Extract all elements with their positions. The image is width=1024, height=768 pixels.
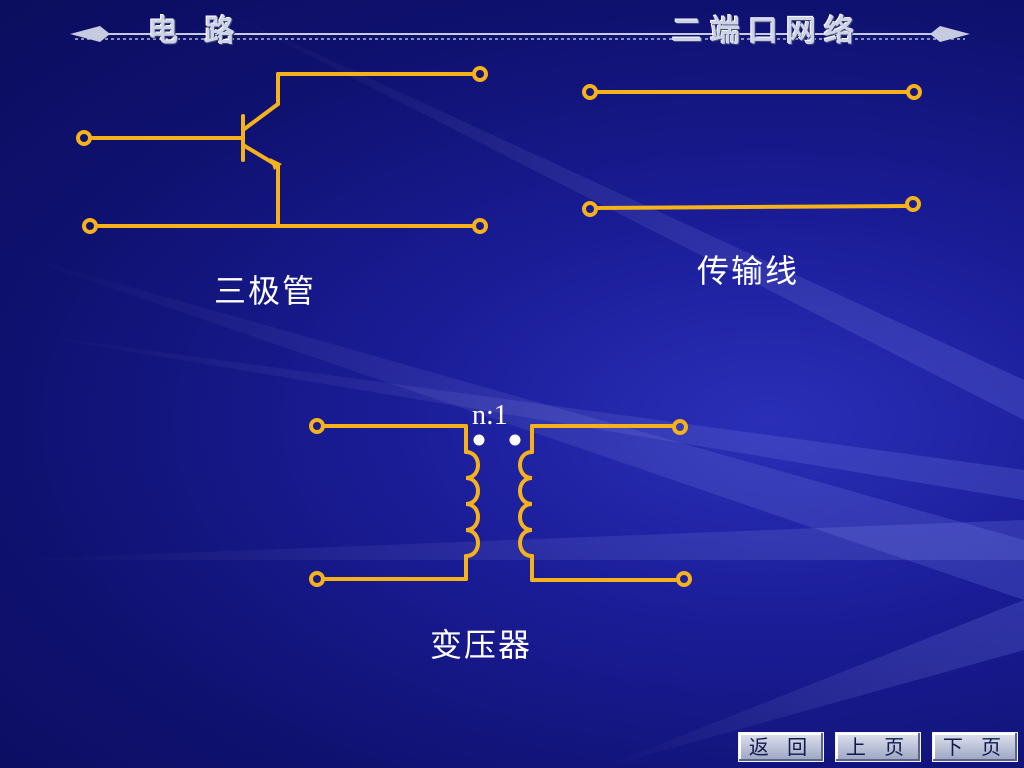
next-page-button[interactable]: 下 页: [932, 732, 1018, 762]
turns-ratio-label: n:1: [472, 400, 508, 431]
header-left-ornament: [70, 26, 110, 42]
terminal-circle: [582, 201, 598, 217]
polarity-dot: [509, 434, 521, 446]
prev-page-button[interactable]: 上 页: [835, 732, 921, 762]
terminal-circle: [472, 66, 488, 82]
terminal-circle: [309, 571, 325, 587]
terminal-circle: [309, 418, 325, 434]
terminal-circle: [472, 218, 488, 234]
transmission-line-caption: 传输线: [697, 252, 800, 290]
terminal-circle: [906, 84, 922, 100]
terminal-circle: [905, 196, 921, 212]
terminal-circle: [672, 419, 688, 435]
chapter-title: 二端口网络: [672, 14, 862, 49]
transistor-caption: 三极管: [214, 272, 317, 310]
secondary-coil: [518, 450, 534, 558]
terminal-circle: [82, 218, 98, 234]
transmission-line-symbol: [595, 90, 910, 210]
terminal-circle: [676, 571, 692, 587]
back-button[interactable]: 返 回: [738, 732, 824, 762]
header-right-ornament: [930, 26, 970, 42]
transformer-caption: 变压器: [430, 626, 533, 664]
header-bar: [70, 26, 970, 42]
terminal-circle: [582, 84, 598, 100]
polarity-dot: [473, 434, 485, 446]
terminal-circle: [76, 130, 92, 146]
primary-coil: [464, 450, 480, 558]
transistor-collector: [241, 102, 280, 132]
emitter-arrow-icon: [270, 158, 282, 170]
transformer-symbol: [321, 424, 680, 582]
transistor-symbol: [89, 72, 476, 228]
course-title: 电 路: [148, 14, 243, 49]
